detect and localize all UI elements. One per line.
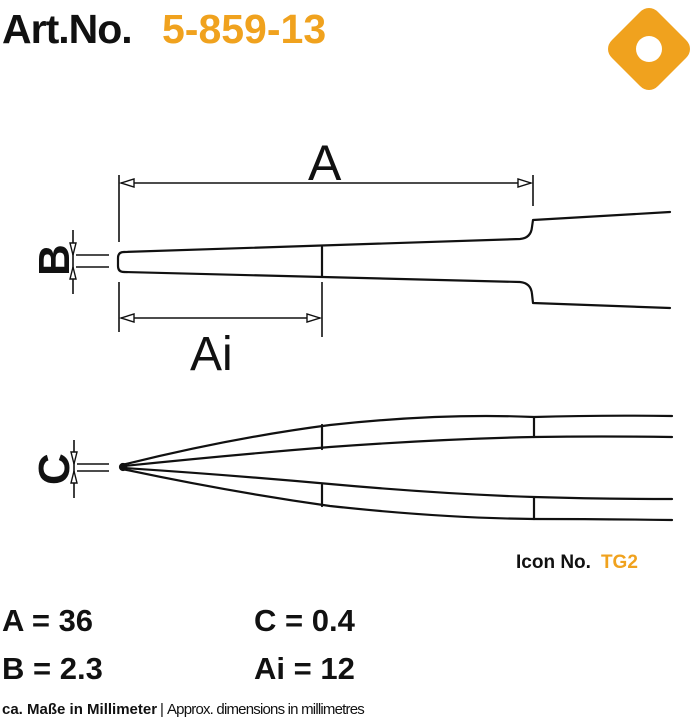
dim-label-a: A xyxy=(308,135,342,191)
spec-c: C = 0.4 xyxy=(254,603,355,638)
dim-label-ai: Ai xyxy=(190,328,233,381)
rounded-diamond-with-hole-icon xyxy=(608,8,690,90)
footer-separator: | xyxy=(160,701,164,718)
spec-ai: Ai = 12 xyxy=(254,651,355,686)
icon-number-value: TG2 xyxy=(600,552,638,573)
top-view-outline xyxy=(116,210,672,310)
footer-german: ca. Maße in Millimeter xyxy=(2,701,158,718)
dim-label-c: C xyxy=(30,453,79,485)
article-number-value: 5-859-13 xyxy=(162,6,327,52)
spec-a: A = 36 xyxy=(2,603,94,638)
footer-note: ca. Maße in Millimeter|Approx. dimension… xyxy=(2,701,365,718)
icon-number: Icon No. TG2 xyxy=(516,552,638,574)
article-number-label: Art.No. xyxy=(2,6,133,52)
spec-b: B = 2.3 xyxy=(2,651,103,686)
icon-number-label: Icon No. xyxy=(516,552,591,573)
dim-label-b: B xyxy=(30,244,79,276)
footer-english: Approx. dimensions in millimetres xyxy=(166,701,365,718)
